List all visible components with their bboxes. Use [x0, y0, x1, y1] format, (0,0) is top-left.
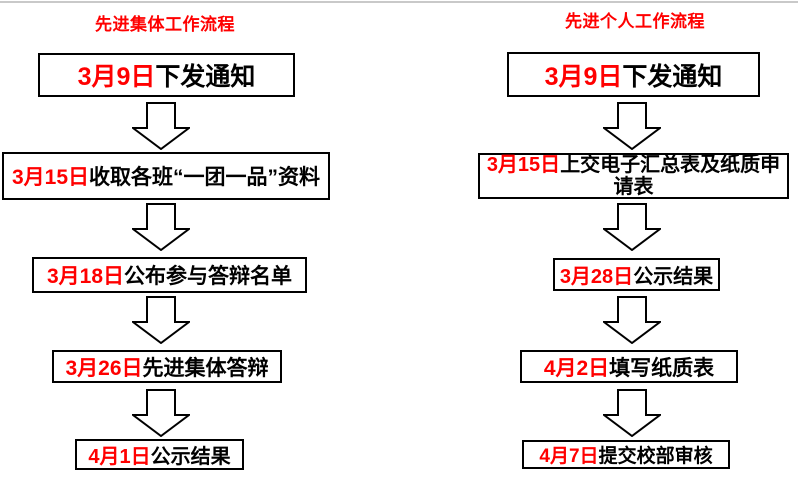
step-date: 4月7日 [539, 446, 599, 467]
step-date: 4月1日 [88, 446, 151, 468]
flow-step-box: 3月15日上交电子汇总表及纸质申请表 [478, 153, 789, 199]
flow-step-box: 3月18日公布参与答辩名单 [32, 257, 307, 293]
step-text: 公布参与答辩名单 [124, 265, 293, 288]
flow-step-box: 3月15日收取各班“一团一品”资料 [2, 152, 330, 200]
flow-step-box: 3月9日下发通知 [507, 52, 760, 97]
step-text: 公示结果 [633, 266, 714, 288]
step-date: 3月28日 [559, 266, 634, 288]
step-date: 3月9日 [544, 62, 623, 91]
down-arrow-icon [132, 102, 190, 150]
step-date: 3月9日 [77, 63, 156, 91]
step-text: 上交电子汇总表及纸质申请表 [560, 154, 781, 198]
top-divider-line [0, 1, 798, 3]
step-text: 下发通知 [155, 63, 256, 91]
down-arrow-icon [603, 296, 661, 344]
flow-step-box: 3月28日公示结果 [553, 258, 720, 291]
step-text: 先进集体答辩 [142, 356, 269, 380]
flow-step-box: 4月2日填写纸质表 [520, 350, 738, 383]
step-date: 4月2日 [543, 356, 610, 380]
down-arrow-icon [132, 389, 190, 437]
left-flow-title: 先进集体工作流程 [95, 15, 235, 34]
step-text: 公示结果 [150, 446, 231, 468]
step-date: 3月26日 [65, 356, 143, 380]
step-date: 3月15日 [11, 166, 90, 189]
down-arrow-icon [132, 203, 190, 251]
step-date: 3月15日 [486, 154, 561, 176]
down-arrow-icon [603, 389, 661, 437]
flow-step-box: 4月1日公示结果 [75, 439, 244, 470]
flow-step-box: 3月26日先进集体答辩 [52, 350, 282, 383]
step-date: 3月18日 [46, 265, 125, 288]
right-flow-title: 先进个人工作流程 [565, 12, 705, 31]
down-arrow-icon [603, 203, 661, 251]
step-text: 收取各班“一团一品”资料 [89, 166, 321, 189]
down-arrow-icon [132, 296, 190, 344]
flow-step-box: 3月9日下发通知 [38, 53, 295, 97]
step-text: 提交校部审核 [598, 446, 713, 467]
flow-step-box: 4月7日提交校部审核 [522, 440, 730, 469]
step-text: 下发通知 [622, 62, 723, 91]
step-text: 填写纸质表 [609, 356, 715, 380]
down-arrow-icon [603, 102, 661, 150]
